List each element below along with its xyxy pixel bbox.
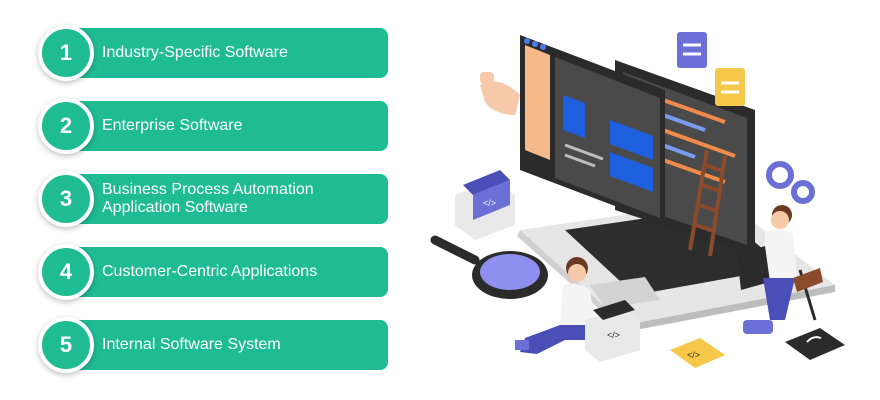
document-cards [677,32,745,106]
list-item-1: 1 Industry-Specific Software [38,25,390,81]
code-box-center: </> [585,300,640,362]
item-number-badge: 5 [38,317,94,373]
item-number-badge: 2 [38,98,94,154]
software-types-list: 1 Industry-Specific Software 2 Enterpris… [38,25,390,393]
gear-icon [766,161,815,204]
person-sitting [737,205,823,334]
item-number-badge: 3 [38,171,94,227]
list-item-3: 3 Business Process Automation Applicatio… [38,171,390,227]
list-item-4: 4 Customer-Centric Applications [38,244,390,300]
item-label: Business Process Automation Application … [102,181,314,216]
item-bar [56,247,388,297]
code-card-yellow: </> [670,338,725,368]
ladder [688,149,727,257]
code-tag-text: </> [607,330,620,340]
dark-tile [785,328,845,360]
magnifier-icon [430,235,548,299]
code-tag-text: </> [687,350,700,360]
item-number-badge: 1 [38,25,94,81]
item-label: Enterprise Software [102,117,243,134]
item-number-badge: 4 [38,244,94,300]
item-bar [56,101,388,151]
code-tag-text: </> [483,198,496,208]
list-item-2: 2 Enterprise Software [38,98,390,154]
list-item-5: 5 Internal Software System [38,317,390,373]
front-monitor [520,35,665,225]
item-label: Internal Software System [102,336,281,353]
item-bar [56,28,388,78]
person-kneeling [515,257,595,354]
item-bar [56,174,388,224]
item-label: Customer-Centric Applications [102,263,318,280]
software-development-illustration: </> </> </> [430,32,845,368]
code-box-left: </> [455,170,515,240]
hand-illustration [480,72,520,115]
item-label: Industry-Specific Software [102,44,288,61]
item-bar [56,320,388,370]
